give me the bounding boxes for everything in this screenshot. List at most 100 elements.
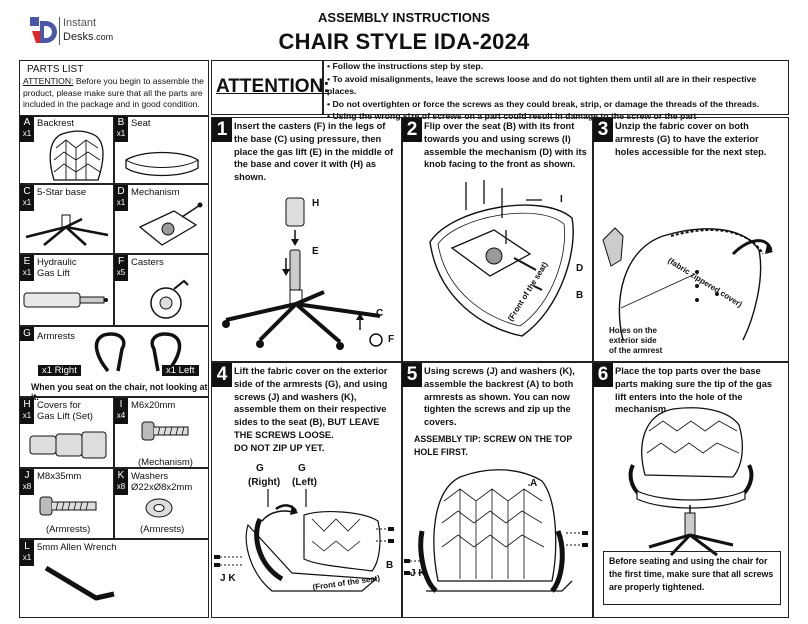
attention-item: • Do not overtighten or force the screws… xyxy=(327,98,760,109)
assembly-tip: ASSEMBLY TIP: SCREW ON THE TOP HOLE FIRS… xyxy=(414,434,573,457)
step-3: 3 Unzip the fabric cover on both armrest… xyxy=(593,118,789,361)
screw-j-icon xyxy=(39,496,97,516)
part-g: G Armrests x1 Right x1 Left When you sea… xyxy=(20,327,209,402)
label-d: D xyxy=(576,263,584,274)
gas-lift-icon xyxy=(23,292,108,308)
mechanism-icon xyxy=(138,202,203,246)
step4-diagram xyxy=(214,489,396,592)
label-b: B xyxy=(576,290,584,301)
label-jk: J K xyxy=(220,573,236,584)
step-number: 2 xyxy=(402,118,422,142)
logo-line1: Instant xyxy=(63,17,97,29)
header-subtitle: ASSEMBLY INSTRUCTIONS xyxy=(318,10,490,25)
screw-i-icon xyxy=(141,421,189,441)
label-g-right: G xyxy=(256,463,264,474)
part-name: Casters xyxy=(131,257,164,268)
step-text: Flip over the seat (B) with its front to… xyxy=(424,121,587,170)
attention-list: • Follow the instructions step by step. … xyxy=(327,60,787,123)
part-name: M8x35mm xyxy=(37,471,82,482)
seat-icon xyxy=(125,151,199,177)
parts-attention-word: ATTENTION: xyxy=(23,76,74,86)
part-name: Covers for Gas Lift (Set) xyxy=(37,400,93,422)
step-number: 6 xyxy=(593,363,613,387)
step-number: 3 xyxy=(593,118,613,142)
step-2: 2 Flip over the seat (B) with its front … xyxy=(402,118,592,361)
backrest-icon xyxy=(49,130,104,181)
logo-mark-icon xyxy=(30,17,57,43)
step-text: Place the top parts over the base parts … xyxy=(615,366,773,415)
label-a: A xyxy=(530,478,538,489)
part-name: Mechanism xyxy=(131,187,180,198)
washer-icon xyxy=(145,498,173,518)
attention-item: • Follow the instructions step by step. xyxy=(327,61,484,71)
logo: Instant Desks.com xyxy=(30,15,120,51)
armrest-icon xyxy=(94,332,182,373)
step-number: 1 xyxy=(212,118,232,142)
label-g-left: G xyxy=(298,463,306,474)
holes-note: Holes on the exterior side of the armres… xyxy=(609,326,663,355)
step-6: 6 Place the top parts over the base part… xyxy=(593,363,789,618)
part-name: 5-Star base xyxy=(37,187,87,198)
step-1: 1 Insert the casters (F) in the legs of … xyxy=(212,118,401,361)
attention-title: ATTENTION: xyxy=(216,76,330,97)
label-b4: B xyxy=(386,560,394,571)
step-text: Insert the casters (F) in the legs of th… xyxy=(234,121,394,183)
mechanism-caption: (Mechanism) xyxy=(138,457,193,468)
gas-lift-cover-icon xyxy=(29,431,107,459)
armrest-right-tag: x1 Right xyxy=(38,365,81,376)
final-note-box xyxy=(603,551,781,605)
label-left: (Left) xyxy=(292,477,317,488)
armrest-left-tag: x1 Left xyxy=(162,365,199,376)
label-f: F xyxy=(388,334,395,345)
star-base-icon xyxy=(25,214,109,247)
step6-diagram xyxy=(628,407,754,557)
attention-item: • Using the wrong size of screws on a pa… xyxy=(327,111,697,121)
step-number: 5 xyxy=(402,363,422,387)
logo-line2-suffix: .com xyxy=(93,32,114,42)
step-text: Lift the fabric cover on the exterior si… xyxy=(234,366,388,453)
final-note: Before seating and using the chair for t… xyxy=(609,556,774,592)
step1-diagram xyxy=(222,197,383,350)
k-caption: (Armrests) xyxy=(140,524,185,535)
j-caption: (Armrests) xyxy=(46,524,91,535)
label-jk-5: J K xyxy=(410,568,426,579)
label-e: E xyxy=(312,246,319,257)
step-number: 4 xyxy=(212,363,232,387)
attention-item: • To avoid misalignments, leave the scre… xyxy=(327,73,757,97)
parts-list xyxy=(19,60,209,618)
step5-diagram xyxy=(404,469,590,593)
part-name: Armrests xyxy=(37,331,75,342)
part-name: Backrest xyxy=(37,118,74,129)
part-name: M6x20mm xyxy=(131,400,176,411)
step3-diagram xyxy=(602,227,773,341)
label-c: C xyxy=(376,308,384,319)
label-h: H xyxy=(312,198,320,209)
parts-attention-text: Before you begin to assemble the product… xyxy=(23,76,204,109)
parts-list-title: PARTS LIST xyxy=(27,64,84,75)
step-text: Using screws (J) and washers (K), assemb… xyxy=(424,366,575,428)
parts-list-note: ATTENTION: Before you begin to assemble … xyxy=(23,76,206,111)
label-i: I xyxy=(560,194,563,205)
part-name: Seat xyxy=(131,118,151,129)
attention-box xyxy=(211,60,789,115)
step-5: 5 Using screws (J) and washers (K), asse… xyxy=(402,363,592,618)
part-name: Hydraulic Gas Lift xyxy=(37,257,77,279)
step-4: 4 Lift the fabric cover on the exterior … xyxy=(212,363,401,618)
allen-wrench-icon xyxy=(44,565,115,601)
part-name: Washers Ø22xØ8x2mm xyxy=(131,471,193,493)
step-text: Unzip the fabric cover on both armrests … xyxy=(615,121,767,157)
label-right: (Right) xyxy=(248,477,281,488)
caster-icon xyxy=(150,279,189,319)
step2-diagram xyxy=(429,180,574,337)
